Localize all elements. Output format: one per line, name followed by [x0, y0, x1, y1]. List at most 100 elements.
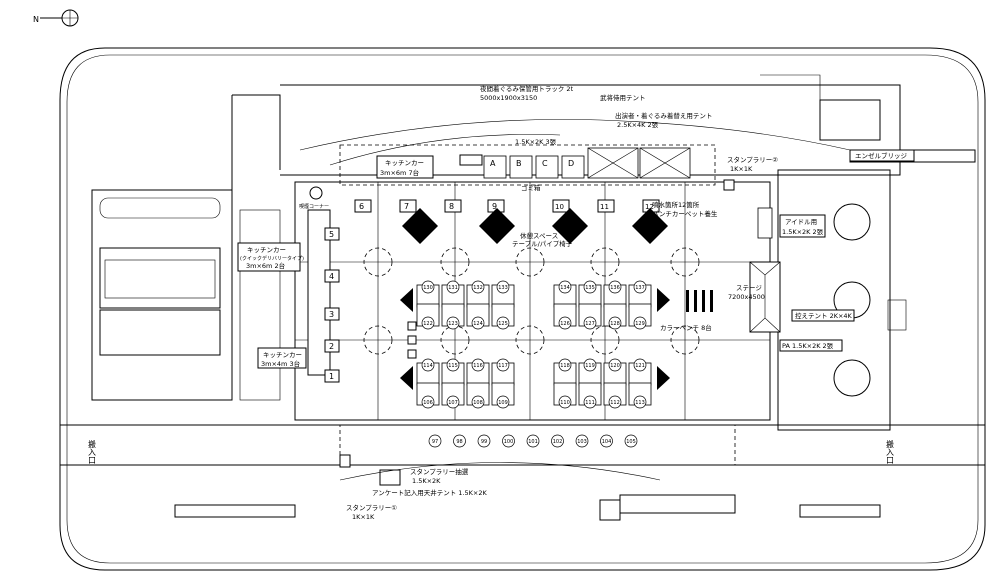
rest-diamonds — [402, 208, 668, 244]
kitchen-5: 5 — [329, 230, 334, 239]
smoking-label: 喫煙コーナー — [299, 203, 329, 210]
booth-label-135: 135 — [585, 285, 595, 291]
color-bench-label: カラーベンチ 8台 — [660, 323, 712, 332]
booth-label-114: 114 — [423, 363, 433, 369]
booth-marker-116 — [471, 358, 485, 372]
booth-label-133: 133 — [498, 285, 508, 291]
booth-marker-114 — [421, 358, 435, 372]
booth-marker-117 — [496, 358, 510, 372]
booth-marker-135 — [583, 280, 597, 294]
booth-label-100: 100 — [504, 439, 514, 445]
kitchen-7: 7 — [404, 202, 409, 211]
booth-marker-111 — [583, 395, 597, 409]
booth-marker-124 — [471, 316, 485, 330]
booth-label-125: 125 — [498, 321, 508, 327]
performer-tent-label: 出演者・着ぐるみ着替え用テント — [615, 111, 712, 120]
kitchen-left2-size: 3m×4m 3台 — [261, 359, 300, 368]
booth-label-111: 111 — [585, 400, 595, 406]
booth-marker-136 — [608, 280, 622, 294]
entrance-left-label: 搬入口 — [88, 439, 97, 464]
booth-label-118: 118 — [560, 363, 570, 369]
booth-label-127: 127 — [585, 321, 595, 327]
tent-b-label: B — [516, 159, 522, 168]
booth-label-121: 121 — [635, 363, 645, 369]
labels: 夜間着ぐるみ保管用トラック 2t 5000x1900x3150 武将侍用テント … — [88, 84, 915, 521]
stamp2-size: 1K×1K — [730, 165, 753, 173]
booth-label-115: 115 — [448, 363, 458, 369]
booth-marker-120 — [608, 358, 622, 372]
stage-area — [686, 207, 781, 333]
stage-size: 7200x4500 — [728, 293, 765, 301]
pa-tent-label: PA 1.5K×2K 2張 — [782, 342, 834, 350]
tent-row-top-label: 1.5K×2K 3張 — [515, 138, 557, 146]
tent-b: B — [509, 155, 533, 179]
stamp1-title: スタンプラリー① — [346, 503, 397, 512]
left-buildings — [91, 94, 281, 401]
water-notes-label: 噴水箇所12箇所 — [652, 200, 700, 209]
angel-bridge-label: エンゼルブリッジ — [855, 151, 908, 160]
left-kitchen-numbers: 5 4 3 2 1 — [307, 209, 340, 383]
booth-marker-107 — [446, 395, 460, 409]
tent-c: C — [535, 155, 559, 179]
booth-label-116: 116 — [473, 363, 483, 369]
booth-marker-132 — [471, 280, 485, 294]
kitchen-left-title: キッチンカー — [247, 246, 286, 254]
booth-marker-104 — [600, 434, 613, 448]
booth-marker-108 — [471, 395, 485, 409]
booth-label-113: 113 — [635, 400, 645, 406]
booth-marker-119 — [583, 358, 597, 372]
bottom-structures — [174, 462, 881, 521]
booth-label-132: 132 — [473, 285, 483, 291]
booth-label-105: 105 — [626, 439, 636, 445]
kitchen-top-size: 3m×6m 7台 — [380, 168, 419, 177]
truck-storage-label: 夜間着ぐるみ保管用トラック 2t — [480, 84, 574, 93]
kitchen-11: 11 — [600, 203, 609, 211]
booth-marker-121 — [633, 358, 647, 372]
booth-label-128: 128 — [610, 321, 620, 327]
booth-marker-103 — [575, 434, 589, 448]
booth-label-137: 137 — [635, 285, 645, 291]
booth-label-104: 104 — [602, 439, 612, 445]
booth-marker-102 — [551, 434, 564, 448]
booth-label-124: 124 — [473, 321, 483, 327]
booth-marker-98 — [453, 434, 466, 448]
tent-c-label: C — [542, 159, 548, 168]
booth-label-102: 102 — [553, 439, 563, 445]
booth-marker-100 — [502, 434, 515, 448]
booth-marker-129 — [633, 316, 647, 330]
stage-title: ステージ — [736, 284, 762, 292]
booth-marker-125 — [496, 316, 510, 330]
booth-label-108: 108 — [473, 400, 483, 406]
stage-bars — [686, 290, 713, 312]
kitchen-3: 3 — [329, 310, 334, 319]
booth-marker-122 — [421, 316, 435, 330]
waiting-tent-label: 控えテント 2K×4K — [795, 311, 853, 320]
booth-label-112: 112 — [610, 400, 620, 406]
top-kitchen-numbers: 6 7 8 9 10 11 12 — [354, 199, 660, 213]
booth-label-101: 101 — [528, 439, 538, 445]
booth-label-103: 103 — [577, 439, 587, 445]
right-structures — [777, 169, 907, 431]
booth-marker-110 — [558, 395, 572, 409]
booth-marker-123 — [446, 316, 460, 330]
kitchen-9: 9 — [492, 202, 497, 211]
top-tent-row: A B C D — [339, 144, 716, 186]
booth-label-136: 136 — [610, 285, 620, 291]
booth-label-134: 134 — [560, 285, 570, 291]
performer-tent-2 — [639, 147, 691, 179]
truck-size-label: 5000x1900x3150 — [480, 94, 537, 102]
stamp-main-size: 1.5K×2K — [412, 477, 441, 485]
booth-marker-113 — [633, 395, 647, 409]
booth-label-119: 119 — [585, 363, 595, 369]
booth-label-106: 106 — [423, 400, 433, 406]
road — [60, 424, 985, 466]
booth-label-130: 130 — [423, 285, 433, 291]
punch-carpet-label: パンチカーペット養生 — [652, 209, 718, 218]
booth-marker-97 — [428, 434, 442, 448]
tent-a: A — [483, 155, 507, 179]
rest-space-label: 休憩スペース — [520, 231, 558, 240]
martial-tent-label: 武将侍用テント — [600, 93, 646, 102]
compass-icon: N — [33, 9, 79, 27]
